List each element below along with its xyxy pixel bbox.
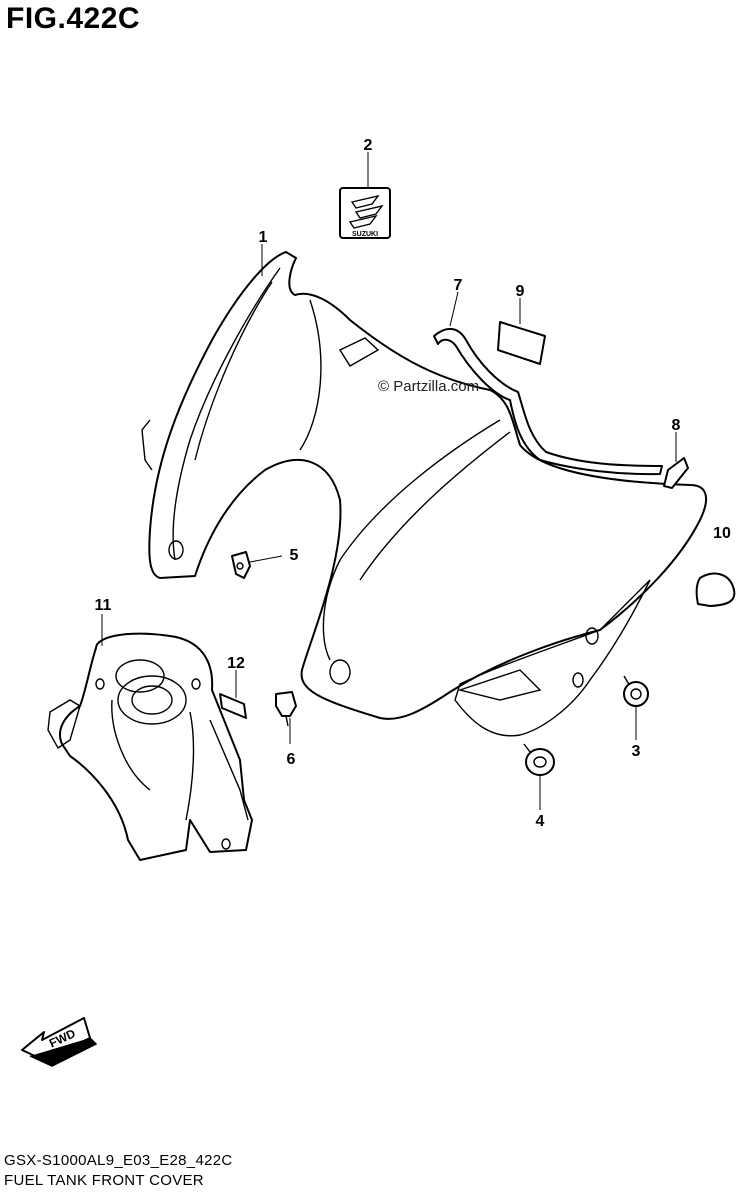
figure-name: FUEL TANK FRONT COVER <box>4 1172 204 1189</box>
callout-5: 5 <box>290 547 299 564</box>
part-11-inner-cover[interactable] <box>47 632 253 861</box>
callout-10: 10 <box>713 525 731 542</box>
callout-8: 8 <box>672 417 681 434</box>
part-9-pad[interactable] <box>497 321 546 365</box>
part-4-bolt[interactable] <box>523 743 555 776</box>
callout-2: 2 <box>364 137 373 154</box>
callout-11: 11 <box>95 597 112 614</box>
part-7-strip[interactable] <box>433 328 663 476</box>
part-5-clip[interactable] <box>231 551 251 579</box>
emblem-text: SUZUKI <box>352 231 378 238</box>
callout-6: 6 <box>287 751 296 768</box>
callout-1: 1 <box>259 229 268 246</box>
part-8-cushion[interactable] <box>663 457 689 489</box>
callout-9: 9 <box>516 283 525 300</box>
callout-3: 3 <box>632 743 641 760</box>
part-10-cap[interactable] <box>695 572 736 607</box>
callout-4: 4 <box>536 813 545 830</box>
part-2-emblem[interactable]: SUZUKI <box>339 187 391 239</box>
callout-12: 12 <box>227 655 245 672</box>
callout-7: 7 <box>454 277 463 294</box>
figure-title: FIG.422C <box>6 2 141 35</box>
watermark: © Partzilla.com <box>378 378 480 395</box>
part-3-bolt[interactable] <box>623 675 649 707</box>
part-6-rivet[interactable] <box>275 691 297 727</box>
part-1-front-cover[interactable] <box>141 251 708 737</box>
fwd-arrow-icon: FWD <box>21 1017 98 1067</box>
figure-code: GSX-S1000AL9_E03_E28_422C <box>4 1152 233 1169</box>
part-12-tab[interactable] <box>219 693 247 719</box>
leader-lines <box>101 152 677 810</box>
